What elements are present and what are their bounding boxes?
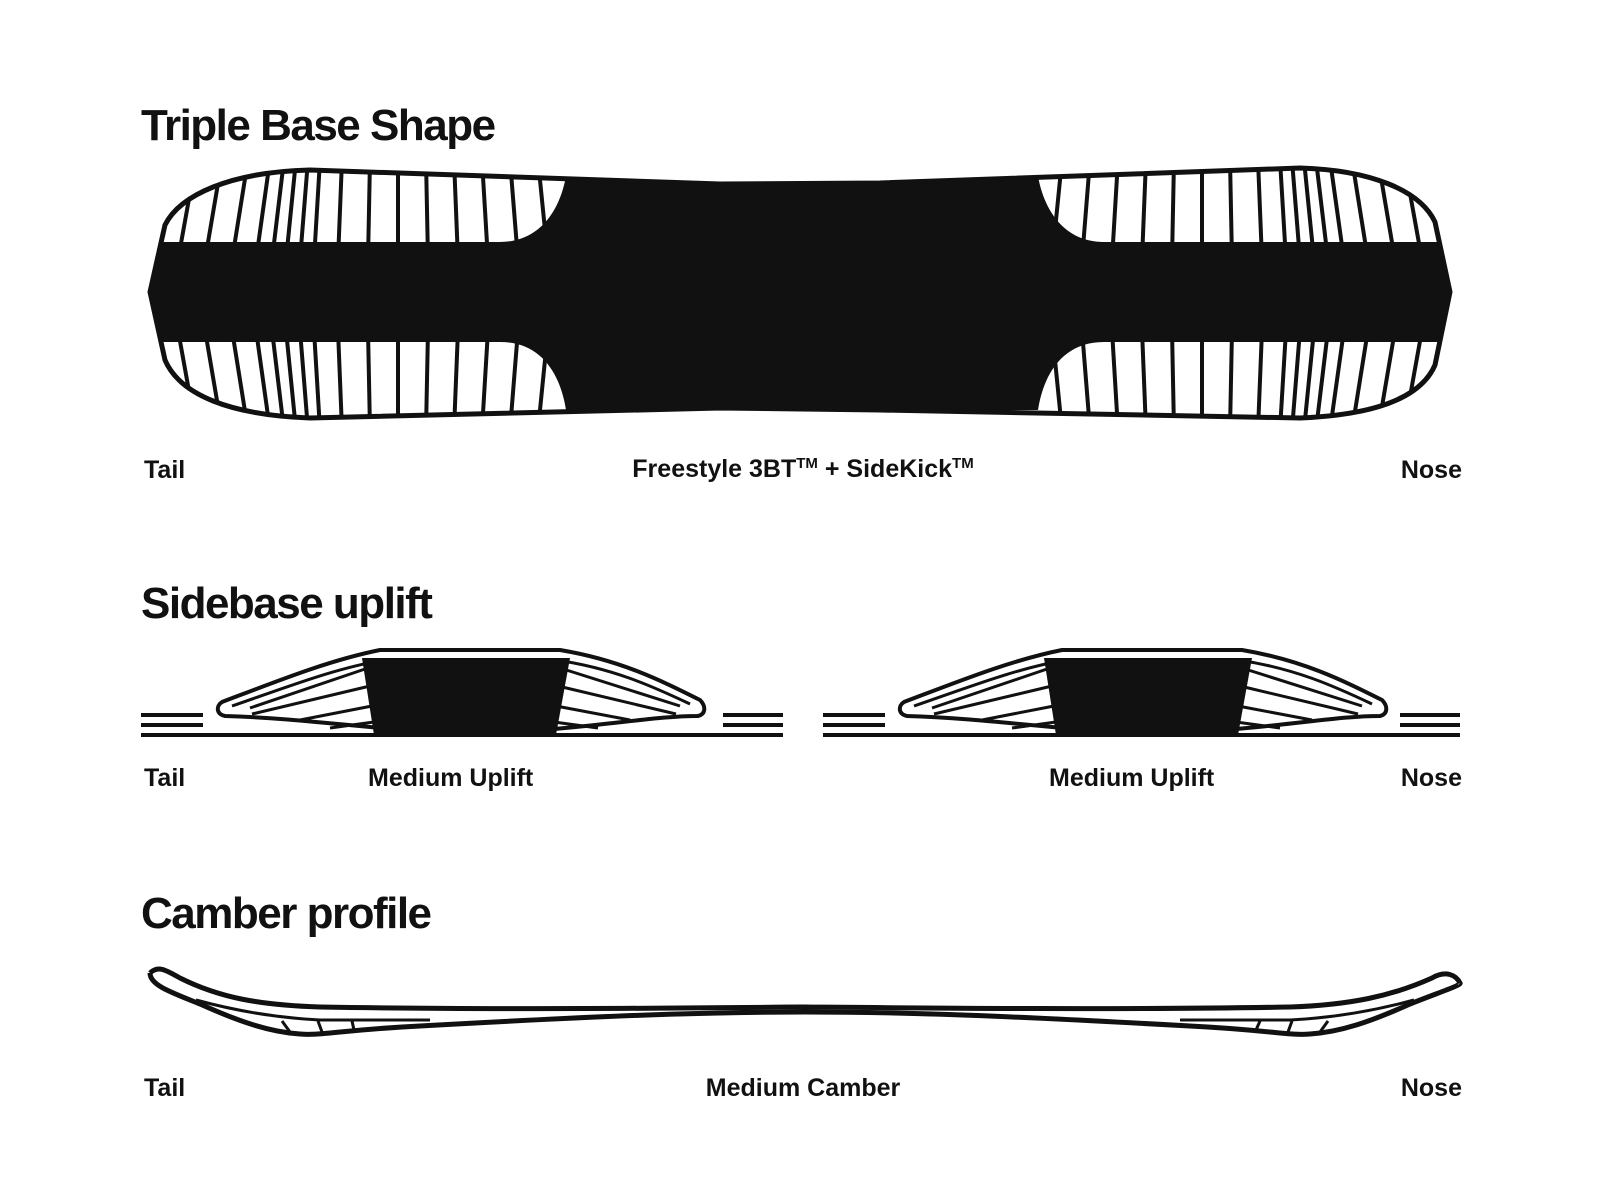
triple-base-center-label: Freestyle 3BTTM + SideKickTM — [632, 456, 973, 482]
camber-title: Camber profile — [141, 889, 432, 938]
base-tech-name: Freestyle 3BT — [632, 455, 797, 483]
sidebase-right-uplift-label: Medium Uplift — [1049, 764, 1215, 792]
triple-base-tail-label: Tail — [144, 456, 186, 484]
base-outline — [147, 165, 1453, 421]
triple-base-nose-label: Nose — [1400, 456, 1462, 484]
sidebase-nose-diagram — [823, 648, 1460, 738]
camber-center-label: Medium Camber — [705, 1074, 901, 1102]
camber-profile-diagram — [147, 966, 1463, 1037]
sidekick-name: + SideKick — [817, 455, 953, 483]
camber-tail-label: Tail — [144, 1074, 186, 1102]
sidebase-nose-label: Nose — [1400, 764, 1462, 792]
triple-base-title: Triple Base Shape — [141, 101, 496, 150]
sidebase-left-uplift-label: Medium Uplift — [368, 764, 534, 792]
sidebase-tail-label: Tail — [144, 764, 186, 792]
sidebase-tail-diagram — [141, 648, 783, 738]
camber-nose-label: Nose — [1400, 1074, 1462, 1102]
base-center-fill — [150, 176, 1450, 410]
sidebase-title: Sidebase uplift — [141, 579, 433, 628]
trademark-b: TM — [952, 455, 974, 472]
triple-base-board — [147, 165, 1453, 421]
trademark-a: TM — [796, 455, 818, 472]
